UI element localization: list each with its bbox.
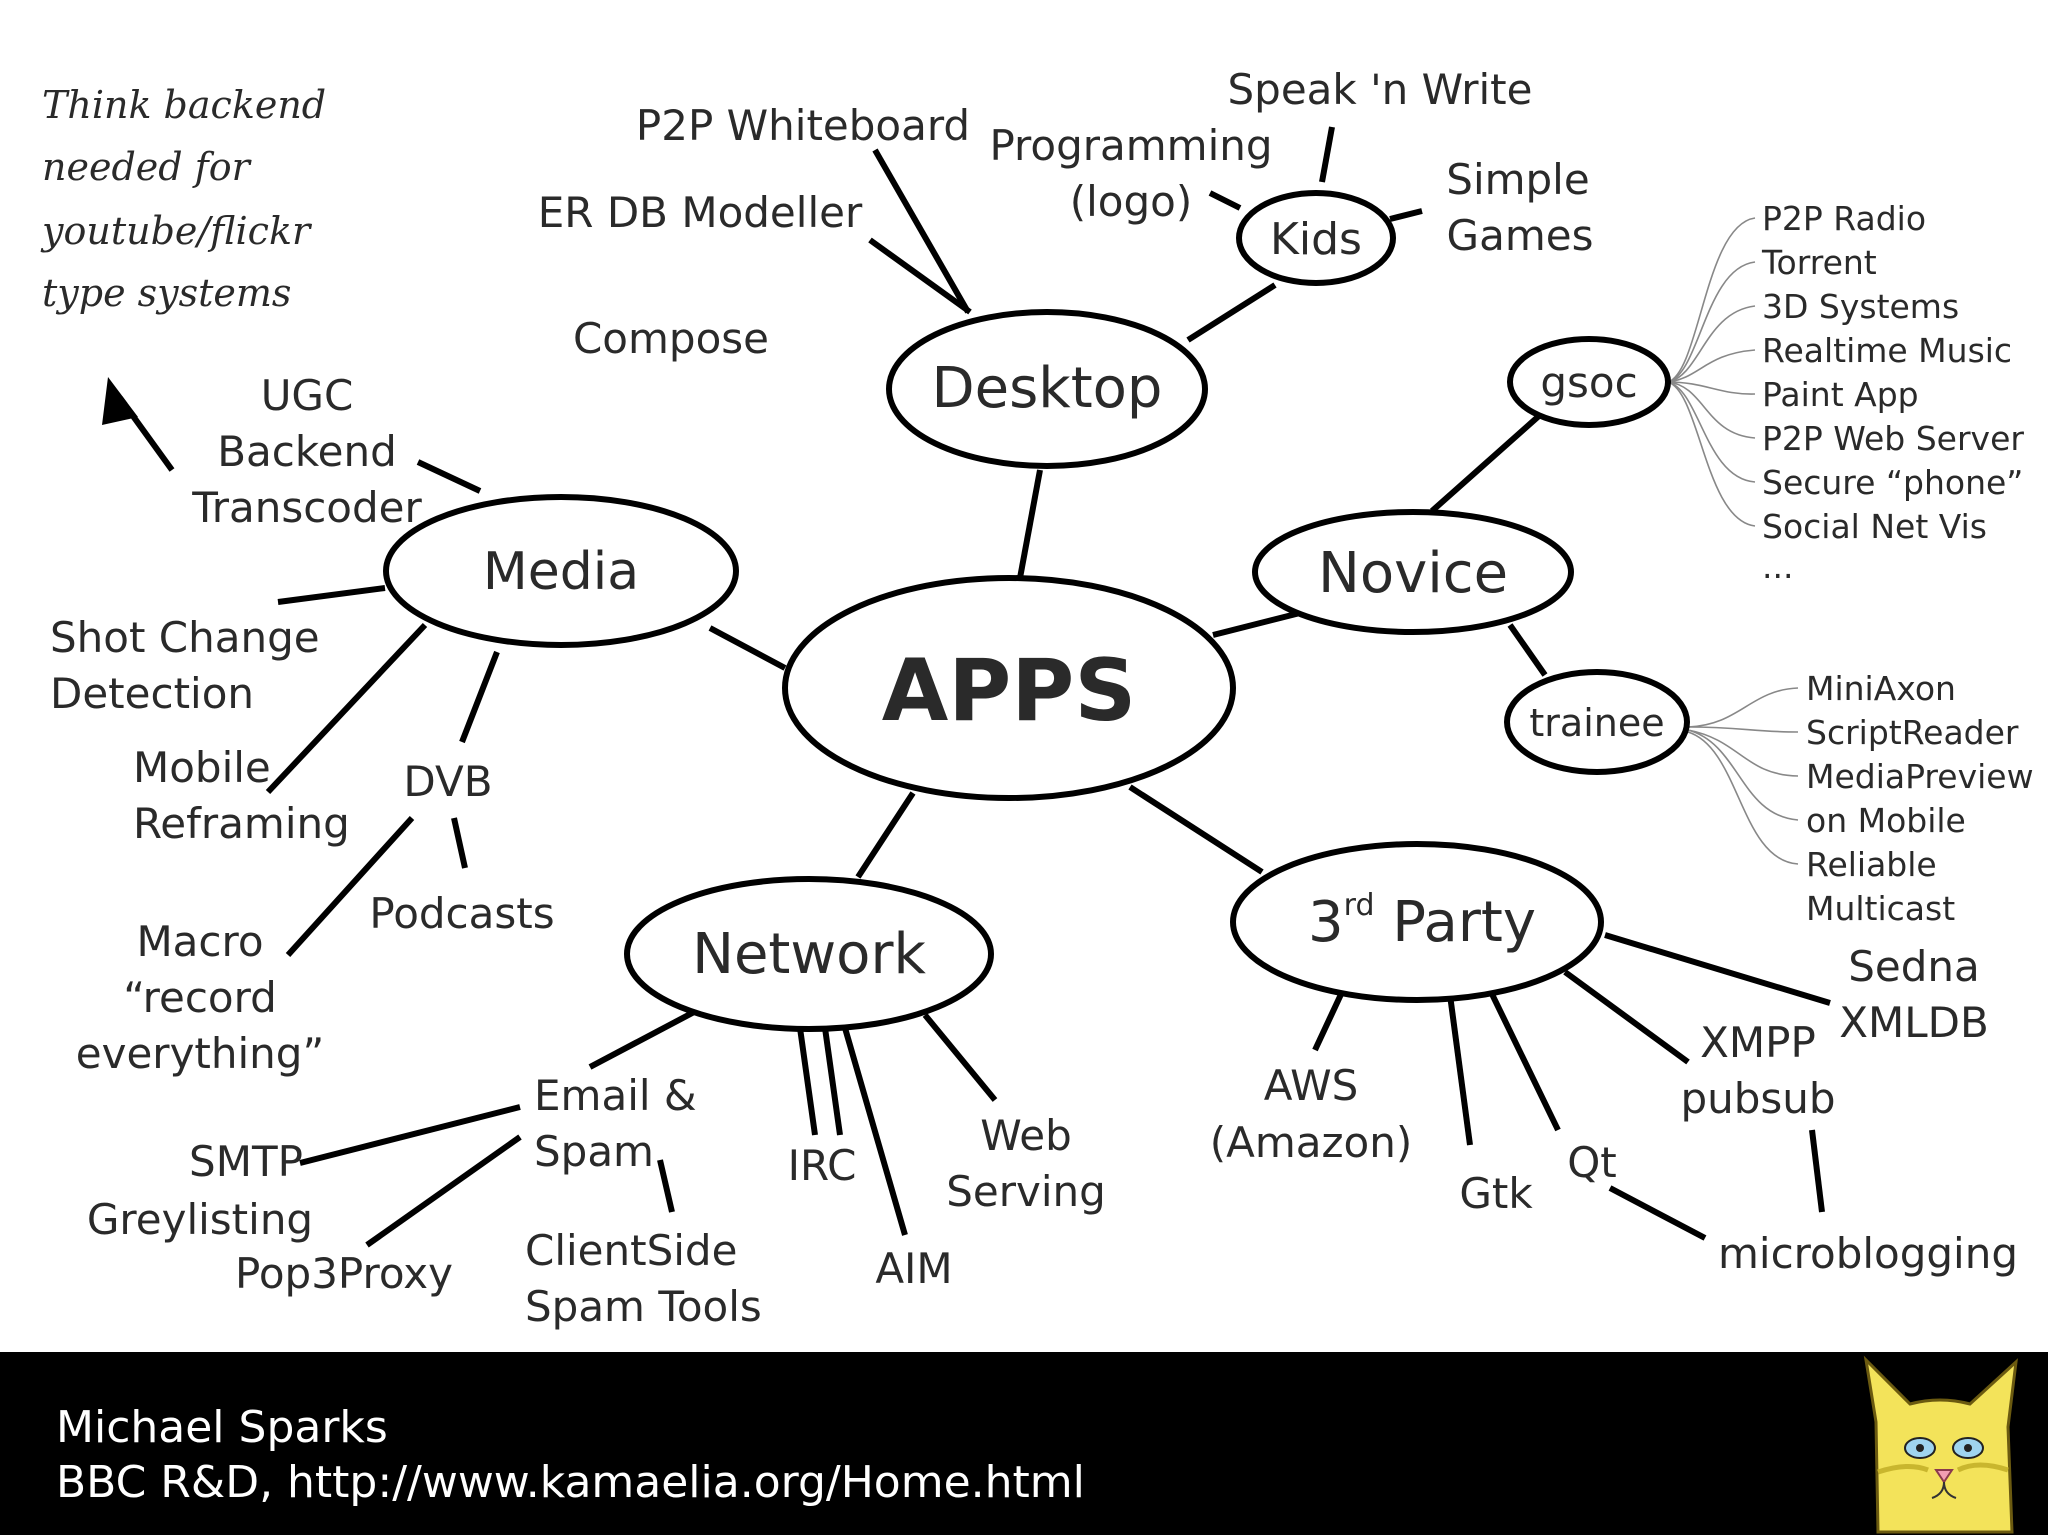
clientside-label: ClientSide: [525, 1226, 737, 1275]
note-line: Think backend: [42, 83, 326, 127]
list-item: MiniAxon: [1806, 669, 1956, 708]
email-label: Email &: [534, 1071, 697, 1120]
list-item: P2P Radio: [1762, 199, 1926, 238]
xmpp-label: XMPP: [1700, 1018, 1816, 1067]
list-item: P2P Web Server: [1762, 419, 2024, 458]
gsoc-fan-lines: [1667, 217, 1756, 527]
simple-label: Simple: [1446, 155, 1589, 204]
footer-bar: Michael Sparks BBC R&D, http://www.kamae…: [0, 1352, 2048, 1535]
trainee-ellipse: [1504, 669, 1690, 775]
list-item: Paint App: [1762, 375, 1919, 414]
list-item: ScriptReader: [1806, 713, 2019, 752]
macro-label: Macro: [136, 917, 263, 966]
trainee-fan-lines: [1687, 687, 1799, 865]
programming-label: Programming: [989, 121, 1272, 170]
greylisting-label: Greylisting: [87, 1195, 313, 1244]
third-party-ellipse: [1230, 841, 1604, 1003]
microblogging-label: microblogging: [1718, 1229, 2018, 1278]
list-item: ...: [1762, 547, 1793, 586]
arrow-head-icon: [102, 377, 138, 425]
list-item: on Mobile: [1806, 801, 1966, 840]
trainee-label: trainee: [1529, 701, 1664, 745]
games-label: Games: [1447, 211, 1594, 260]
podcasts-label: Podcasts: [369, 889, 554, 938]
aws-label: AWS: [1264, 1061, 1359, 1110]
gsoc-label: gsoc: [1540, 358, 1637, 407]
list-item: 3D Systems: [1762, 287, 1959, 326]
leaf-labels: P2P Whiteboard ER DB Modeller Compose Sp…: [50, 65, 2018, 1331]
note-line: youtube/flickr: [40, 209, 313, 253]
aim-label: AIM: [875, 1244, 952, 1293]
shot-change-label: Shot Change: [50, 613, 320, 662]
kids-label: Kids: [1270, 214, 1362, 265]
speak-n-write-label: Speak 'n Write: [1228, 65, 1533, 114]
xmldb-label: XMLDB: [1839, 998, 1989, 1047]
serving-label: Serving: [946, 1167, 1106, 1216]
media-ellipse: [383, 494, 739, 648]
spam-label: Spam: [534, 1127, 654, 1176]
p2p-whiteboard-label: P2P Whiteboard: [636, 101, 970, 150]
list-item: Reliable: [1806, 845, 1937, 884]
media-label: Media: [483, 542, 639, 602]
connector-lines: [117, 126, 1831, 1248]
list-item: Secure “phone”: [1762, 463, 2023, 502]
mobile-label: Mobile: [133, 743, 271, 792]
apps-ellipse: [782, 575, 1236, 801]
footer-author: Michael Sparks: [56, 1402, 388, 1453]
backend-label: Backend: [217, 427, 397, 476]
amazon-label: (Amazon): [1210, 1118, 1413, 1167]
list-item: Realtime Music: [1762, 331, 2012, 370]
record-label: “record: [123, 973, 277, 1022]
third-party-label: 3rd Party: [1308, 888, 1536, 955]
network-label: Network: [692, 922, 926, 987]
er-db-modeller-label: ER DB Modeller: [538, 188, 863, 237]
logo-label: (logo): [1070, 177, 1193, 226]
gtk-label: Gtk: [1459, 1169, 1533, 1218]
list-item: Multicast: [1806, 889, 1955, 928]
ugc-label: UGC: [261, 371, 354, 420]
list-item: MediaPreview: [1806, 757, 2034, 796]
qt-label: Qt: [1567, 1138, 1617, 1187]
list-item: Torrent: [1761, 243, 1877, 282]
reframing-label: Reframing: [133, 799, 350, 848]
pop3proxy-label: Pop3Proxy: [235, 1249, 453, 1298]
note-line: type systems: [42, 271, 291, 315]
handwritten-note: Think backend needed for youtube/flickr …: [40, 83, 326, 315]
desktop-ellipse: [886, 309, 1208, 469]
spam-tools-label: Spam Tools: [525, 1282, 762, 1331]
list-item: Social Net Vis: [1762, 507, 1987, 546]
pubsub-label: pubsub: [1680, 1074, 1835, 1123]
note-line: needed for: [42, 145, 253, 189]
trainee-project-list: MiniAxon ScriptReader MediaPreview on Mo…: [1806, 669, 2034, 928]
compose-label: Compose: [573, 314, 769, 363]
novice-label: Novice: [1318, 541, 1508, 606]
detection-label: Detection: [50, 669, 254, 718]
dvb-label: DVB: [403, 757, 492, 806]
apps-label: APPS: [882, 641, 1137, 741]
desktop-label: Desktop: [932, 356, 1163, 421]
irc-label: IRC: [788, 1141, 857, 1190]
gsoc-project-list: P2P Radio Torrent 3D Systems Realtime Mu…: [1761, 199, 2024, 586]
smtp-label: SMTP: [189, 1137, 303, 1186]
novice-ellipse: [1252, 509, 1574, 635]
network-ellipse: [624, 876, 994, 1032]
kids-ellipse: [1236, 190, 1396, 286]
kamaelia-cat-logo-icon: [1863, 1355, 2018, 1534]
footer-url: BBC R&D, http://www.kamaelia.org/Home.ht…: [56, 1457, 1085, 1508]
hub-ellipses: [383, 190, 1690, 1032]
mind-map-canvas: APPS Desktop Media Network Novice 3rd Pa…: [40, 65, 2034, 1331]
sedna-label: Sedna: [1848, 942, 1980, 991]
everything-label: everything”: [76, 1029, 324, 1078]
transcoder-label: Transcoder: [191, 483, 422, 532]
gsoc-ellipse: [1507, 336, 1671, 428]
web-label: Web: [980, 1111, 1072, 1160]
